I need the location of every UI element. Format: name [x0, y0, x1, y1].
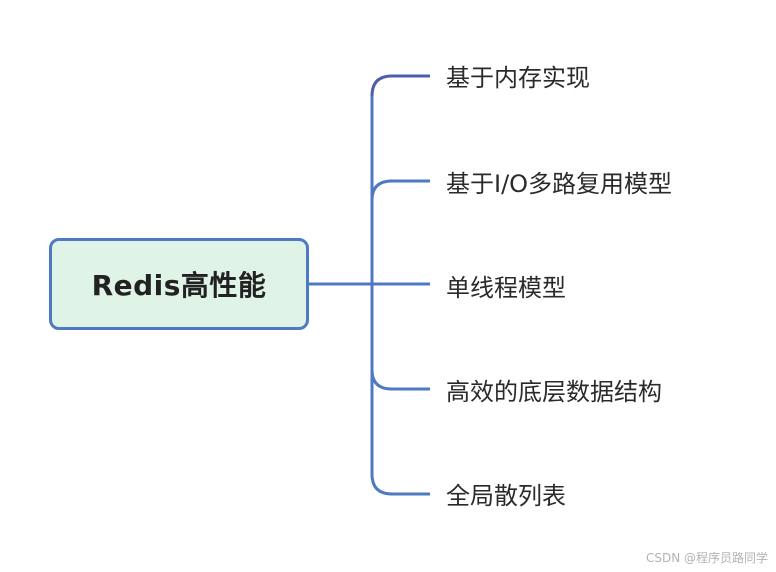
connector-branch-3 [370, 369, 430, 391]
connector-branch-0 [370, 74, 430, 97]
branch-label-in-memory[interactable]: 基于内存实现 [446, 64, 590, 92]
connector-branch-1 [370, 179, 430, 201]
branch-label-io-multiplexing[interactable]: 基于I/O多路复用模型 [446, 170, 673, 198]
branch-label-single-thread[interactable]: 单线程模型 [446, 274, 566, 302]
branch-label-data-structures[interactable]: 高效的底层数据结构 [446, 378, 662, 406]
branch-label-global-hash-table[interactable]: 全局散列表 [446, 482, 566, 510]
root-node[interactable]: Redis高性能 [49, 238, 309, 330]
connector-branch-4 [370, 473, 430, 496]
root-label: Redis高性能 [91, 269, 267, 302]
watermark: CSDN @程序员路同学 [645, 551, 768, 565]
